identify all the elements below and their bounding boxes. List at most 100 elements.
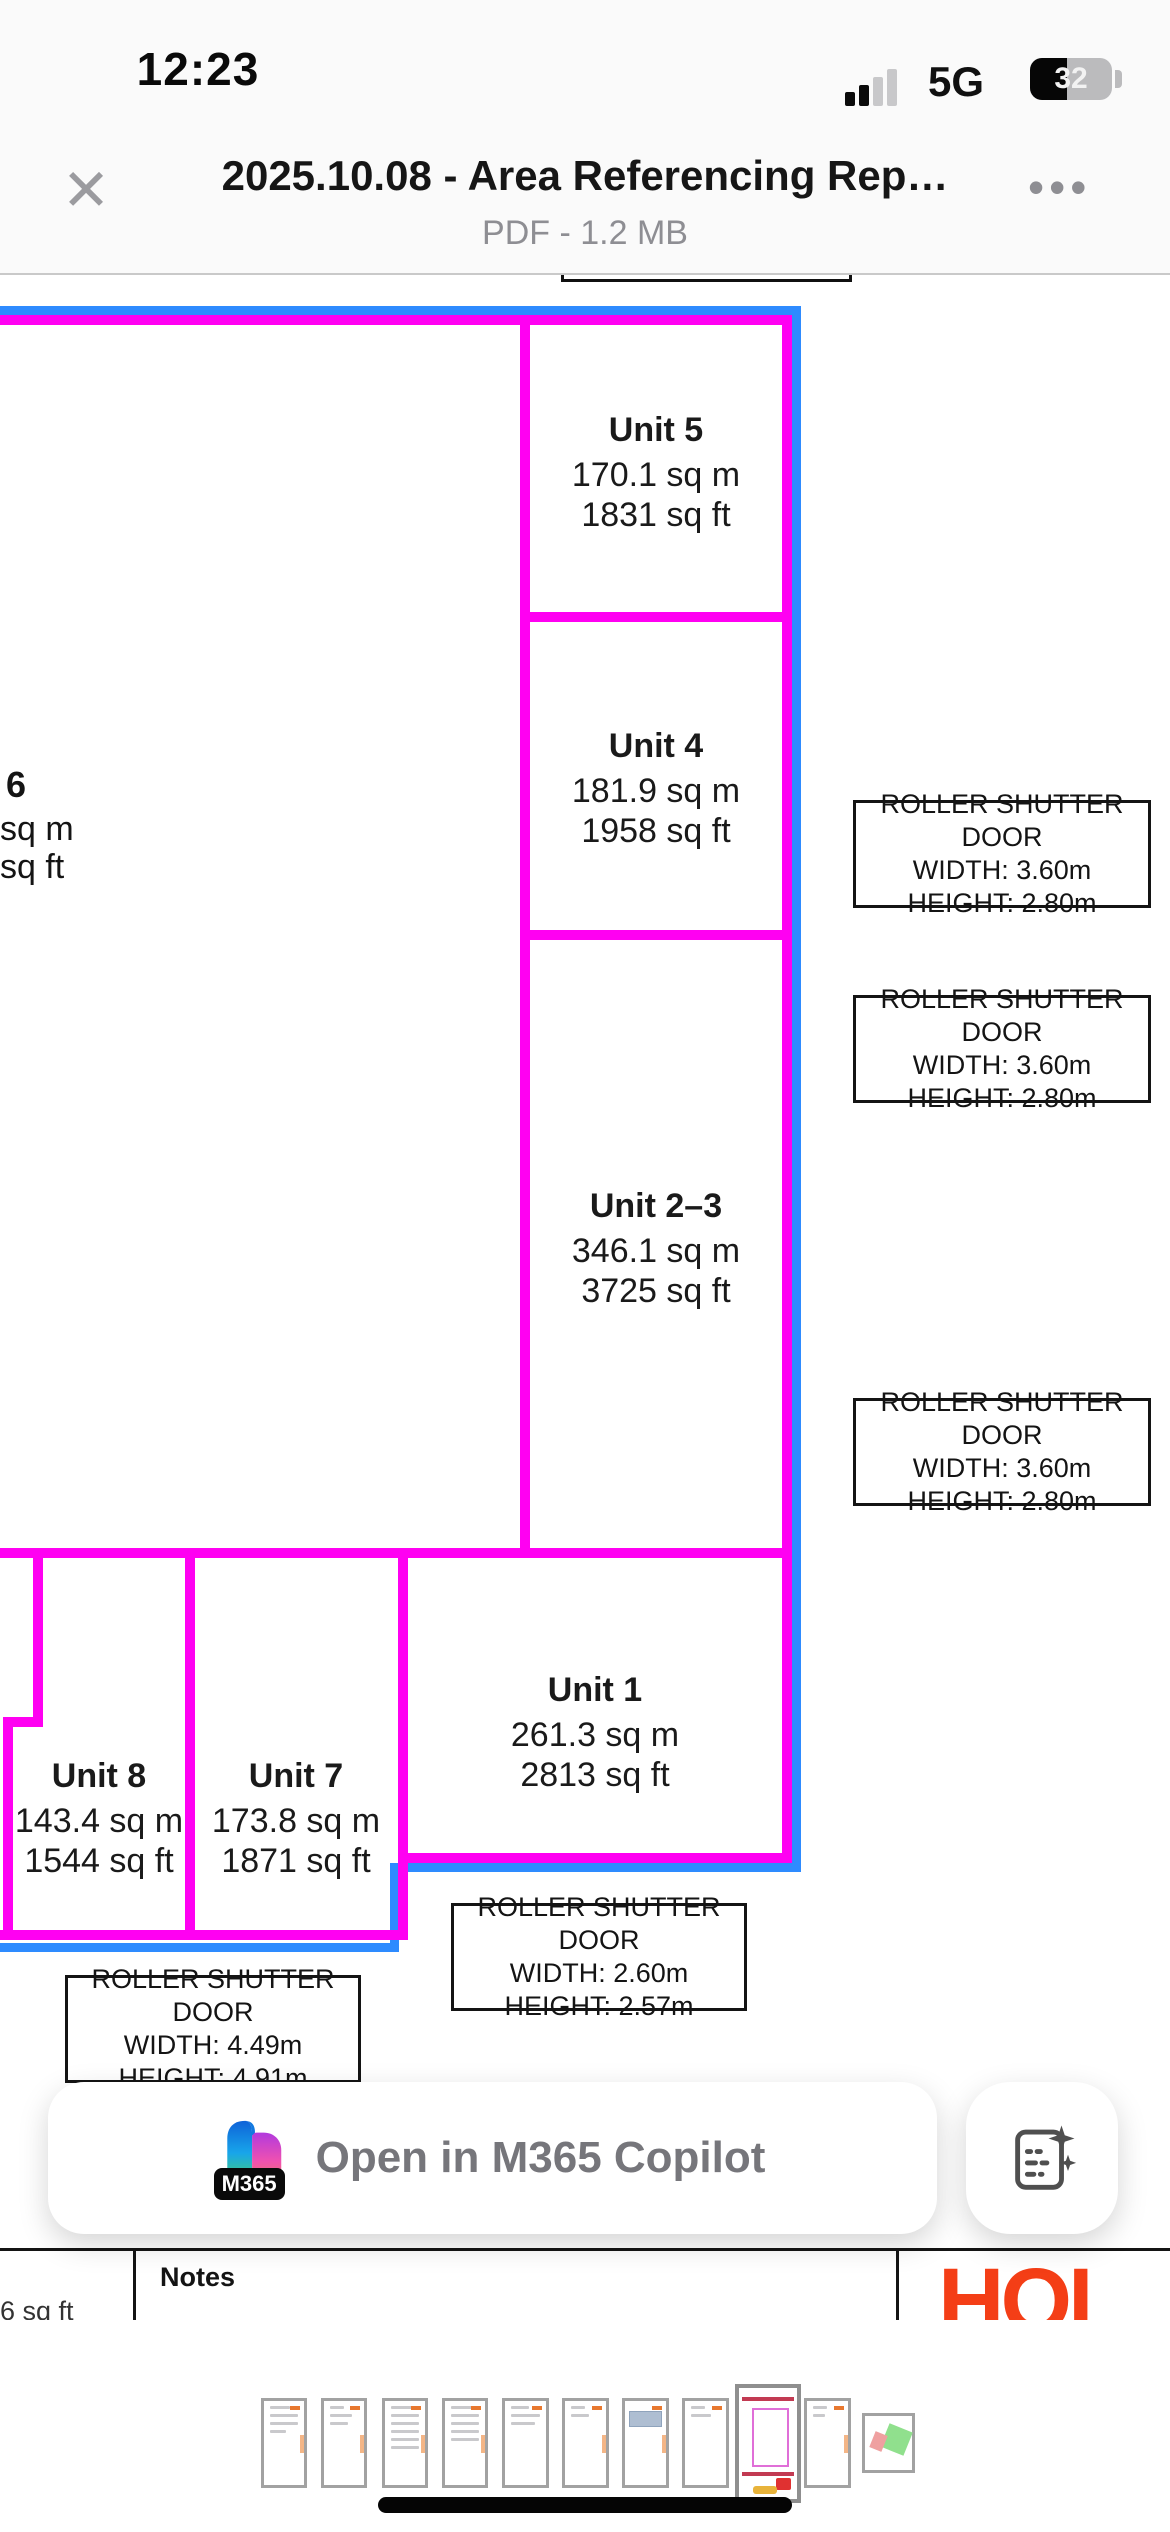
page-thumbnail-4[interactable] [442,2398,488,2488]
document-meta: PDF - 1.2 MB [482,214,688,252]
unit-5-label: Unit 5 170.1 sq m 1831 sq ft [530,410,782,535]
roller-shutter-door-label-5: ROLLER SHUTTER DOOR WIDTH: 4.49m HEIGHT:… [65,1964,361,2093]
open-in-copilot-label: Open in M365 Copilot [315,2133,766,2182]
unit-name: Unit 5 [608,411,704,449]
ai-notes-button[interactable] [966,2082,1118,2234]
close-button[interactable]: ✕ [46,150,126,230]
door-width: WIDTH: 3.60m [912,1453,1092,1483]
clipboard-sparkle-icon [1015,2125,1077,2190]
thumb-plan-line [742,2397,794,2401]
thumb-plan-redmark [776,2478,791,2490]
wall-top [0,315,792,325]
company-logo: HOL [938,2262,1153,2320]
unit-area-metric: 346.1 sq m [571,1232,741,1270]
table-line-vertical [133,2248,136,2320]
battery-cap [1115,70,1122,88]
door-height: HEIGHT: 2.80m [907,1083,1097,1113]
roller-shutter-door-label-1: ROLLER SHUTTER DOOR WIDTH: 3.60m HEIGHT:… [853,789,1151,918]
logo-text: HOL [938,2262,1124,2320]
page-thumbnail-5[interactable] [502,2398,549,2488]
door-label-line: ROLLER SHUTTER DOOR [477,1892,721,1955]
thumb-accent [712,2406,722,2410]
more-options-button[interactable]: ••• [1028,160,1091,214]
notes-heading: Notes [160,2262,236,2292]
unit-area-imperial: 2813 sq ft [520,1756,670,1794]
unit-area-imperial: 3725 sq ft [581,1272,731,1310]
wall-unit8-left-lower [3,1717,13,1940]
thumb-accent [532,2406,542,2410]
outline-right [792,306,801,1872]
unit-area-imperial: 1831 sq ft [581,496,731,534]
page-thumbnail-9-selected[interactable] [735,2384,801,2503]
unit-6-partial-imperial: sq ft [0,848,65,886]
signal-bar [887,69,897,106]
door-width: WIDTH: 4.49m [123,2030,303,2060]
home-indicator[interactable] [378,2497,792,2513]
door-label-line: ROLLER SHUTTER DOOR [880,984,1124,1047]
page-thumbnail-8[interactable] [682,2398,729,2488]
wall-unit8-step [3,1717,43,1727]
header-bar: 12:23 5G 32 ✕ 2025.10.08 - Area Referenc… [0,0,1170,275]
unit-area-imperial: 1958 sq ft [581,812,731,850]
status-time: 12:23 [136,43,260,95]
ellipsis-icon: ••• [1028,161,1092,213]
thumb-accent [471,2406,481,2410]
thumb-accent [834,2406,844,2410]
battery-percent: 32 [1054,62,1088,95]
thumb-map-red [869,2431,888,2452]
network-type-label: 5G [928,58,985,105]
unit-1-label: Unit 1 261.3 sq m 2813 sq ft [398,1670,792,1795]
thumb-accent [602,2434,606,2453]
unit-name: Unit 8 [51,1757,147,1795]
open-in-copilot-button[interactable]: M365 Open in M365 Copilot [48,2082,937,2234]
wall-unit1-bottom [398,1853,792,1863]
page-thumbnail-6[interactable] [562,2398,609,2488]
unit-name: Unit 4 [608,727,704,765]
table-line-horizontal [0,2248,1170,2251]
wall-unit5-4-divider [520,612,792,622]
thumb-accent [300,2434,304,2453]
roller-shutter-door-label-4: ROLLER SHUTTER DOOR WIDTH: 2.60m HEIGHT:… [451,1892,747,2021]
battery-fill [1030,58,1067,100]
signal-bar [873,77,883,106]
unit-8-label: Unit 8 143.4 sq m 1544 sq ft [13,1756,185,1881]
roller-shutter-door-label-3: ROLLER SHUTTER DOOR WIDTH: 3.60m HEIGHT:… [853,1387,1151,1516]
page-thumbnail-1[interactable] [261,2398,307,2488]
m365-copilot-logo: M365 [213,2118,290,2200]
thumb-plan-yellowmark [753,2486,777,2494]
unit-area-imperial: 1871 sq ft [221,1842,371,1880]
door-height: HEIGHT: 2.80m [907,1486,1097,1516]
unit-6-partial-name: 6 [6,764,27,805]
wall-unit7-1-divider [398,1548,408,1940]
unit-name: Unit 7 [248,1757,344,1795]
page-thumbnail-11[interactable] [862,2413,915,2473]
thumb-accent [481,2434,485,2453]
document-title: 2025.10.08 - Area Referencing Rep… [221,152,949,199]
thumb-accent [411,2406,421,2410]
door-width: WIDTH: 3.60m [912,855,1092,885]
thumb-accent [360,2434,364,2453]
unit-area-metric: 181.9 sq m [571,772,741,810]
wall-right [782,315,792,1863]
page-thumbnail-3[interactable] [382,2398,428,2488]
signal-bar [859,85,869,106]
thumb-accent [350,2406,360,2410]
unit-4-label: Unit 4 181.9 sq m 1958 sq ft [530,726,782,851]
signal-bar [845,92,855,106]
thumb-accent [592,2406,602,2410]
outline-top [0,306,801,315]
page-thumbnail-10[interactable] [804,2398,851,2488]
thumb-plan-outline [752,2408,789,2467]
page-thumbnail-7[interactable] [622,2398,669,2488]
door-label-line: ROLLER SHUTTER DOOR [880,1387,1124,1450]
outline-unit1-bottom [390,1863,801,1872]
door-height: HEIGHT: 2.80m [907,888,1097,918]
door-width: WIDTH: 2.60m [509,1958,689,1988]
battery-icon: 32 [1030,58,1112,100]
door-label-line: ROLLER SHUTTER DOOR [91,1964,335,2027]
page-thumbnail-2[interactable] [321,2398,367,2488]
wall-units78-bottom [0,1930,408,1940]
wall-unit8-7-divider [185,1548,195,1940]
unit-6-partial-metric: sq m [0,810,74,848]
